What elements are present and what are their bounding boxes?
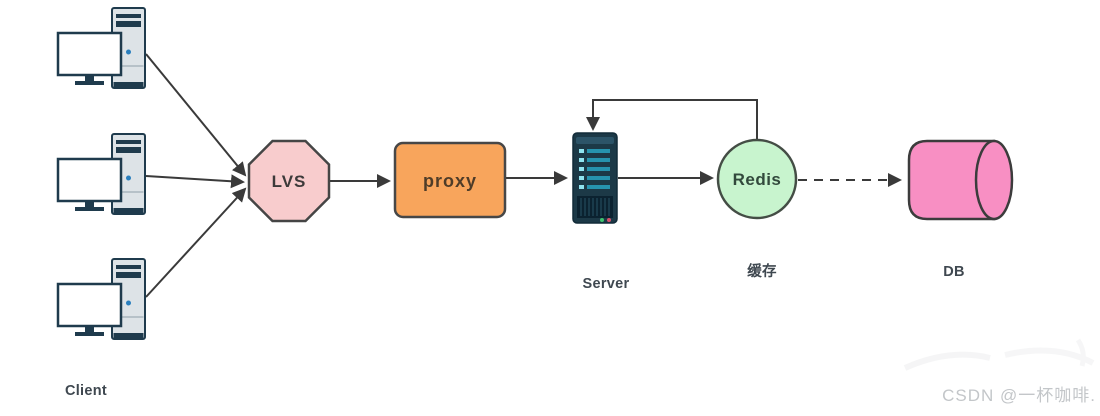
db-cylinder-body xyxy=(907,139,996,221)
client-icon-2 xyxy=(56,132,147,216)
node-proxy: proxy xyxy=(393,141,507,219)
db-cylinder-cap xyxy=(974,139,1014,221)
edge-client2-to-lvs xyxy=(145,174,245,189)
node-lvs: LVS xyxy=(247,139,331,223)
redis-circle xyxy=(716,138,798,220)
edge-client3-to-lvs xyxy=(145,187,247,298)
client-icon-1 xyxy=(56,6,147,90)
server-caption: Server xyxy=(583,276,630,292)
edge-redis-to-server-loop xyxy=(586,99,758,140)
client-caption: Client xyxy=(65,383,107,399)
client-icon-3 xyxy=(56,257,147,341)
node-redis: Redis xyxy=(716,138,798,220)
lvs-label: LVS xyxy=(272,172,307,191)
db-caption: DB xyxy=(943,264,965,280)
db-cylinder-icon xyxy=(907,139,1014,221)
redis-caption: 缓存 xyxy=(747,262,777,280)
proxy-box xyxy=(393,141,507,219)
edge-client1-to-lvs xyxy=(145,53,247,177)
redis-label: Redis xyxy=(733,170,782,189)
watermark-ghost xyxy=(903,338,1095,371)
watermark-text: CSDN @一杯咖啡. xyxy=(942,386,1096,405)
proxy-label: proxy xyxy=(423,171,477,191)
server-icon xyxy=(572,132,618,224)
lvs-octagon xyxy=(247,139,331,223)
